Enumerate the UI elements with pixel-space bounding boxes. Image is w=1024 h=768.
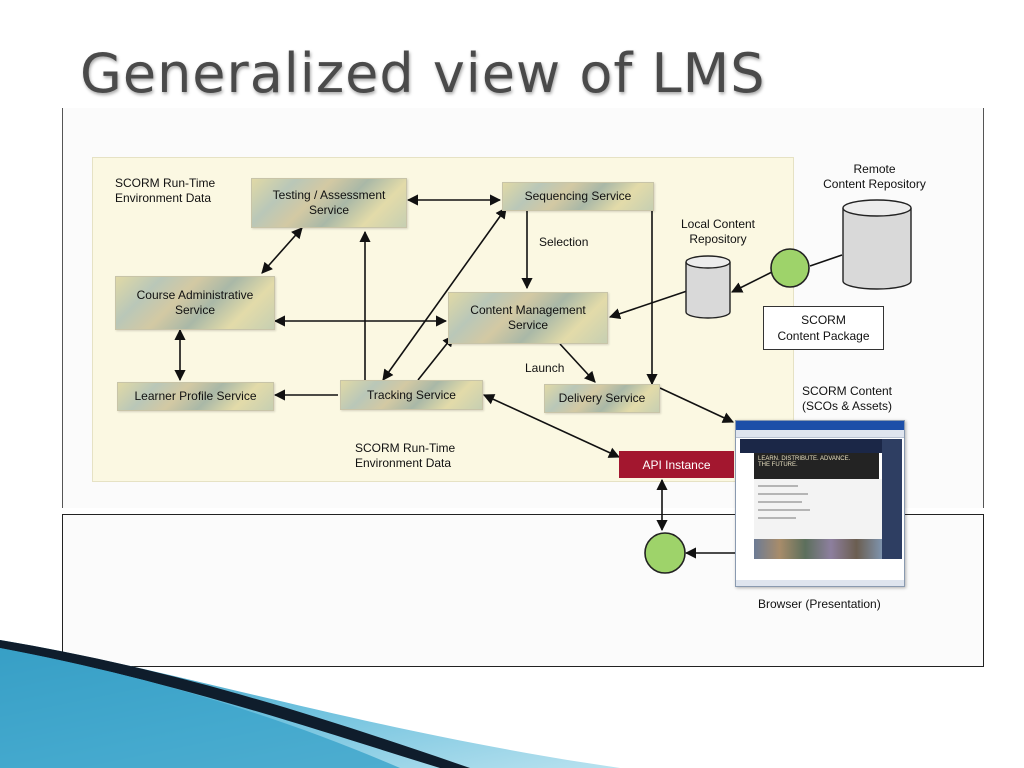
browser-toolbar <box>736 430 904 438</box>
edge-content-delivery <box>559 343 596 383</box>
edge-remote-adapter <box>809 254 843 267</box>
env-label-top: SCORM Run-Time Environment Data <box>115 176 216 205</box>
edge-tracking-content <box>417 335 454 381</box>
edge-tracking-api <box>482 394 621 458</box>
testing-assessment-service: Testing / Assessment Service <box>251 178 407 228</box>
remote-repository-label: Remote Content Repository <box>823 162 926 191</box>
edge-localrepo-content <box>608 289 691 320</box>
green-circle-adapter-icon <box>770 248 810 288</box>
learner-profile-service: Learner Profile Service <box>117 382 274 411</box>
browser-screenshot: LEARN. DISTRIBUTE. ADVANCE. THE FUTURE. <box>735 420 905 587</box>
website-text-line <box>758 493 808 495</box>
edge-testing-courseadmin <box>261 227 303 274</box>
launch-label: Launch <box>525 361 565 375</box>
cylinder-icon-remote-repository <box>842 199 912 290</box>
browser-status-bar <box>736 580 904 586</box>
website-text-line <box>758 485 798 487</box>
website-text-line <box>758 501 802 503</box>
sequencing-service: Sequencing Service <box>502 182 654 211</box>
green-circle-adapter-icon <box>644 532 686 574</box>
website-header <box>740 439 882 453</box>
browser-title-bar <box>736 421 904 430</box>
browser-presentation-label: Browser (Presentation) <box>758 597 881 611</box>
website-hero: LEARN. DISTRIBUTE. ADVANCE. THE FUTURE. <box>754 453 879 479</box>
api-instance: API Instance <box>619 451 734 478</box>
website-image-strip <box>754 539 882 559</box>
content-management-service: Content Management Service <box>448 292 608 344</box>
slide-title: Generalized view of LMS <box>80 42 766 105</box>
local-repository-label: Local Content Repository <box>680 217 756 246</box>
edge-delivery-browser <box>659 387 735 423</box>
website-sidebar <box>882 439 902 559</box>
edge-adapter-localrepo <box>730 271 773 293</box>
delivery-service: Delivery Service <box>544 384 660 413</box>
edge-tracking-sequencing <box>382 207 507 381</box>
tracking-service: Tracking Service <box>340 380 483 410</box>
scorm-content-package: SCORM Content Package <box>763 306 884 350</box>
env-label-bottom: SCORM Run-Time Environment Data <box>355 441 456 470</box>
cylinder-icon-local-repository <box>685 255 731 319</box>
website-text-line <box>758 517 796 519</box>
course-administrative-service: Course Administrative Service <box>115 276 275 330</box>
website-text-line <box>758 509 810 511</box>
decorative-swoosh <box>0 640 620 768</box>
selection-label: Selection <box>539 235 589 249</box>
scorm-content-label: SCORM Content (SCOs & Assets) <box>801 384 893 413</box>
